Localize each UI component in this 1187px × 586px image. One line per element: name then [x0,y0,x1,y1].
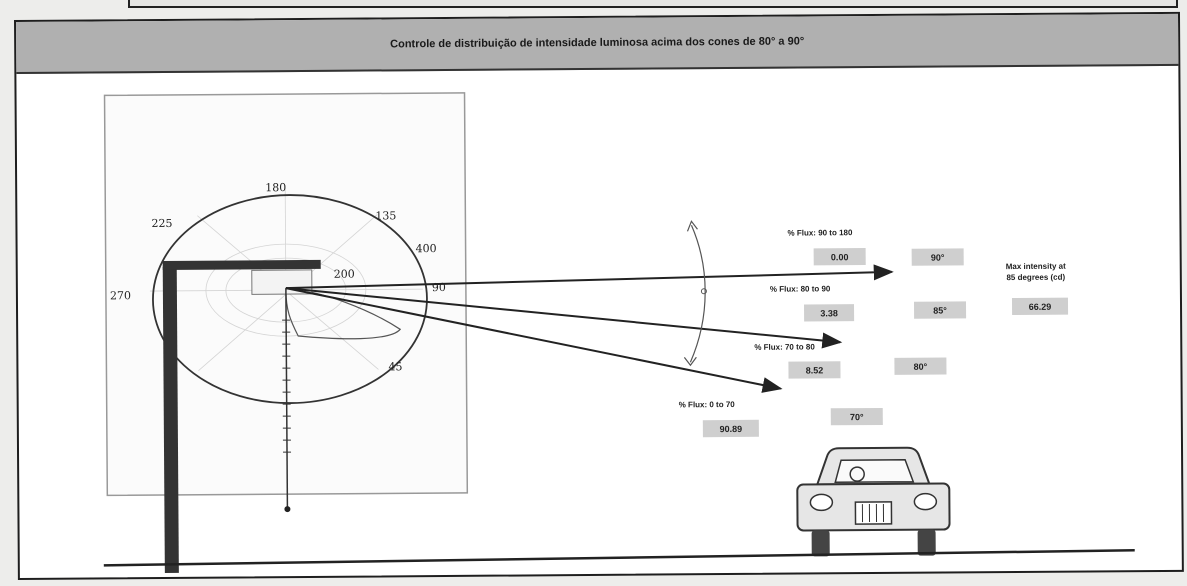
angle-70: 70° [850,412,864,422]
diagram-frame: Controle de distribuição de intensidade … [14,11,1184,580]
ray-85-degrees [285,287,843,349]
pole-arm [162,259,321,270]
zone-value-box-90-180 [813,248,866,266]
ring-label-200: 200 [334,268,355,281]
nadir-ticks [282,319,292,453]
zone-value-70-80: 8.52 [806,365,824,375]
polar-label-270: 270 [110,289,131,302]
zone-label-90-180: % Flux: 90 to 180 [787,228,853,237]
zone-value-box-0-70 [702,419,759,438]
page-edge [128,0,1178,8]
polar-label-135: 135 [375,209,396,222]
max-intensity-label-line1: Max intensity at [1006,262,1066,271]
polar-ellipse [152,194,428,404]
angle-85: 85° [933,305,947,315]
angle-arc-arrow-top [686,220,698,232]
street-pole [162,266,179,573]
ray-80-degrees [285,287,783,393]
polar-label-45: 45 [388,360,402,373]
max-intensity-value: 66.29 [1029,302,1052,312]
ground-line [103,548,1135,567]
nadir-line [285,288,289,509]
ring-label-400: 400 [416,242,437,255]
polar-label-225: 225 [151,217,172,230]
angle-arc [689,225,706,363]
ray-90-degrees [285,264,894,290]
car-icon [796,446,951,557]
angle-80: 80° [914,362,928,372]
diagram-canvas: 180 225 135 270 90 45 400 200 [103,92,1135,573]
angle-arc-marker [700,288,707,295]
zone-value-box-70-80 [788,361,841,379]
polar-label-180: 180 [265,181,286,194]
angle-box-90 [911,248,964,266]
zone-value-80-90: 3.38 [820,308,838,318]
angle-arc-arrow-bottom [683,356,697,367]
nadir-point [284,506,291,513]
zone-label-70-80: % Flux: 70 to 80 [754,342,815,351]
angle-box-85 [913,301,967,319]
zone-value-90-180: 0.00 [831,252,849,262]
max-intensity-label-line2: 85 degrees (cd) [1006,273,1065,282]
max-intensity-box [1011,297,1069,316]
zone-label-0-70: % Flux: 0 to 70 [679,400,736,409]
angle-90: 90° [931,253,945,263]
angle-box-70 [830,407,883,426]
zone-value-box-80-90 [804,304,855,322]
angle-box-80 [894,357,947,375]
zone-value-0-70: 90.89 [720,424,743,434]
zone-label-80-90: % Flux: 80 to 90 [770,284,831,293]
